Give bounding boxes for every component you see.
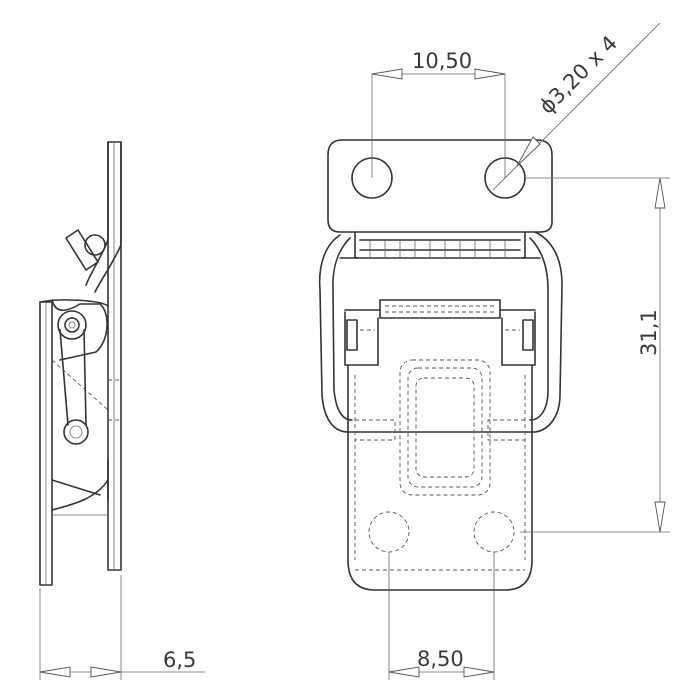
dim-hole-callout: ϕ3,20 x 4 bbox=[492, 22, 661, 191]
dim-bottom-width: 8,50 bbox=[388, 552, 495, 680]
dim-top-width-value: 10,50 bbox=[412, 49, 472, 73]
dim-bottom-width-value: 8,50 bbox=[417, 647, 464, 671]
dim-height: 31,1 bbox=[520, 177, 670, 533]
dim-side-depth: 6,5 bbox=[39, 575, 205, 680]
side-view bbox=[39, 141, 122, 586]
dim-top-width: 10,50 bbox=[371, 49, 506, 178]
front-view bbox=[318, 139, 563, 591]
dim-side-depth-value: 6,5 bbox=[163, 648, 196, 672]
dim-height-value: 31,1 bbox=[637, 309, 661, 356]
bottom-right-hole bbox=[473, 511, 515, 553]
dim-hole-callout-value: ϕ3,20 x 4 bbox=[535, 31, 623, 119]
bottom-left-hole bbox=[368, 511, 410, 553]
